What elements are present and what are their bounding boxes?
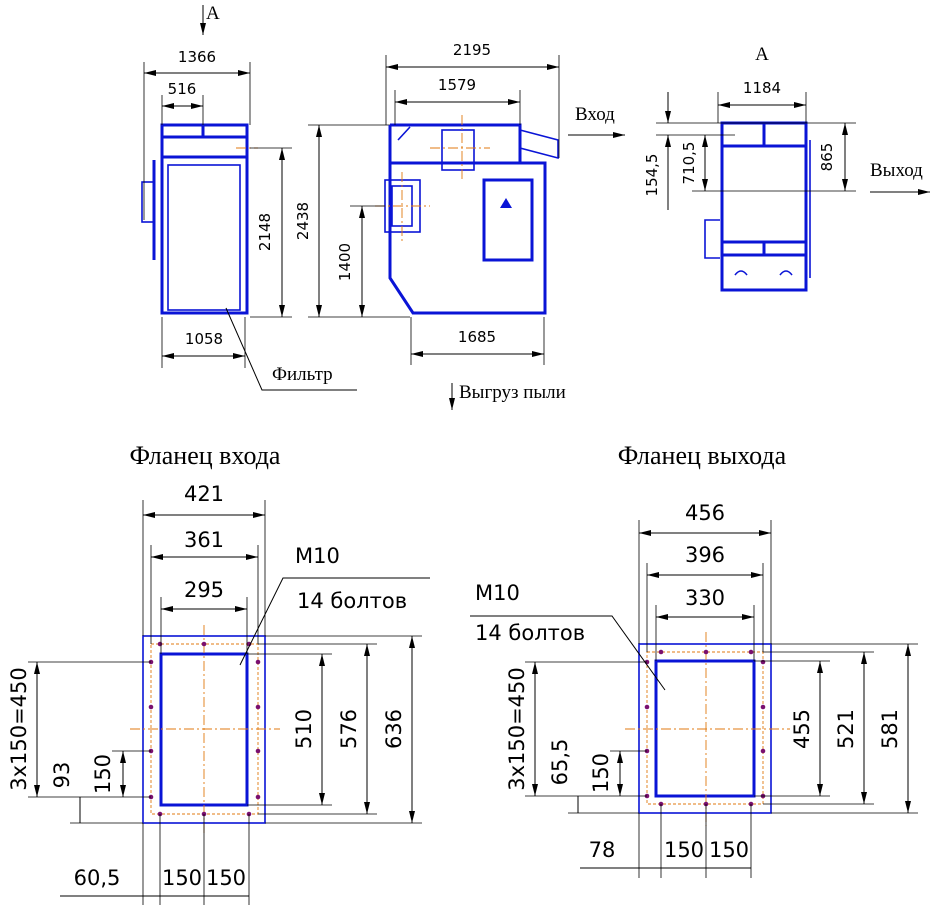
dim-2438: 2438	[294, 202, 312, 240]
dim-516: 516	[168, 80, 197, 98]
filter-leader	[225, 307, 357, 391]
dim-2195: 2195	[453, 41, 491, 59]
flange-in: Фланец входа 421 361 295 510 576 636 M10…	[7, 441, 430, 905]
dim-65-5: 65,5	[548, 739, 572, 786]
dim-330: 330	[685, 586, 725, 610]
dim-1400: 1400	[336, 243, 354, 281]
bolt-leader	[239, 577, 430, 666]
warning-icon	[500, 198, 512, 208]
control-box	[482, 178, 534, 262]
dim-93: 93	[50, 762, 74, 789]
front-body	[388, 123, 547, 315]
dim-150-h2: 150	[206, 866, 246, 890]
dust-outlet-label: Выгруз пыли	[459, 382, 566, 403]
bolt-leader	[470, 615, 666, 691]
dim-3x150: 3x150=450	[505, 667, 529, 791]
dim-78: 78	[589, 838, 616, 862]
side-body	[160, 123, 249, 315]
flange-in-title: Фланец входа	[130, 441, 281, 470]
dim-421: 421	[184, 482, 224, 506]
bolt-count: 14 болтов	[475, 621, 585, 645]
side-box	[704, 219, 720, 259]
front-view: 2195 1579 1400 1685 Вход Выгруз пыли	[336, 41, 625, 410]
dim-1058: 1058	[185, 330, 223, 348]
dim-521: 521	[834, 709, 858, 749]
dim-396: 396	[685, 543, 725, 567]
dim-295: 295	[184, 578, 224, 602]
dim-456: 456	[685, 501, 725, 525]
inlet-hopper	[519, 128, 559, 160]
outlet-opening	[441, 129, 475, 171]
bolt-spec: M10	[295, 544, 340, 568]
dim-150-h1: 150	[162, 866, 202, 890]
dim-361: 361	[184, 528, 224, 552]
dim-636: 636	[382, 709, 406, 749]
dim-1685: 1685	[458, 328, 496, 346]
outlet-label: Выход	[870, 160, 923, 181]
bolt-spec: M10	[475, 581, 520, 605]
flange-out-title: Фланец выхода	[618, 441, 787, 470]
view-a-title: A	[755, 44, 769, 65]
flange-out-opening	[654, 659, 756, 798]
dim-1579: 1579	[438, 76, 476, 94]
filter-label: Фильтр	[272, 364, 333, 385]
front-chamfer	[397, 126, 411, 141]
dim-60-5: 60,5	[74, 866, 121, 890]
dim-710-5: 710,5	[680, 142, 698, 185]
view-a: A 1184 154,5 710,5 865 Выход	[643, 44, 930, 292]
dim-455: 455	[790, 709, 814, 749]
dim-154-5: 154,5	[643, 154, 661, 197]
bolt-circle	[646, 651, 764, 805]
dim-150-h1: 150	[664, 838, 704, 862]
dim-1184: 1184	[743, 79, 781, 97]
dim-150-h2: 150	[709, 838, 749, 862]
view-a-body	[720, 121, 808, 292]
flange-out: Фланец выхода 456 396 330 455 521 581 M1…	[470, 441, 918, 878]
flange-out-outer	[638, 643, 772, 814]
filter-door	[167, 164, 241, 311]
dim-150-v: 150	[91, 754, 115, 794]
view-a-marker: A	[206, 3, 220, 24]
handle-icon	[734, 270, 793, 276]
side-view: A 1366 516 2148 2438 1058 Фильтр	[141, 3, 410, 391]
inlet-label: Вход	[575, 104, 615, 125]
dim-150-v: 150	[589, 753, 613, 793]
bolt-count: 14 болтов	[297, 589, 407, 613]
dim-1366: 1366	[178, 48, 216, 66]
dim-510: 510	[292, 709, 316, 749]
dim-865: 865	[818, 143, 836, 172]
dim-2148: 2148	[256, 213, 274, 251]
dim-576: 576	[337, 709, 361, 749]
bolt-holes	[644, 649, 766, 807]
dim-3x150: 3x150=450	[7, 667, 31, 791]
dim-581: 581	[878, 709, 902, 749]
